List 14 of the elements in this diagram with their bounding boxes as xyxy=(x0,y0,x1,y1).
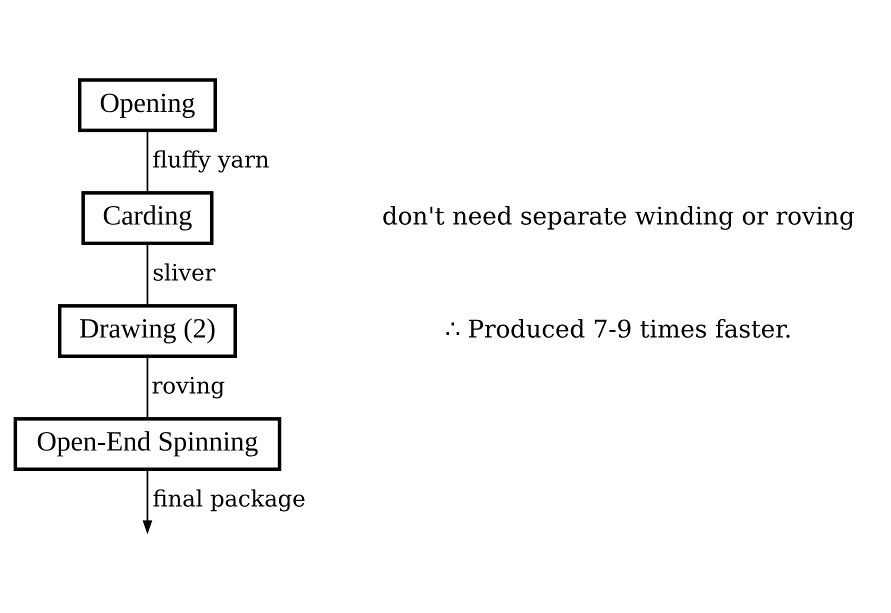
arrow xyxy=(142,469,152,534)
edge-label: fluffy yarn xyxy=(152,148,270,174)
edge-label: final package xyxy=(152,486,306,512)
label: ∴ Produced 7-9 times faster. xyxy=(444,314,792,344)
label: don't need separate winding or roving xyxy=(382,202,855,231)
edge-label: roving xyxy=(152,373,225,400)
connector xyxy=(146,130,148,193)
connector xyxy=(146,356,148,419)
node-box: Open-End Spinning xyxy=(14,417,282,471)
node-box: Opening xyxy=(78,78,217,132)
node-box: Drawing (2) xyxy=(58,304,237,358)
connector xyxy=(146,244,148,306)
node-box: Carding xyxy=(81,191,214,246)
edge-label: sliver xyxy=(152,260,216,286)
